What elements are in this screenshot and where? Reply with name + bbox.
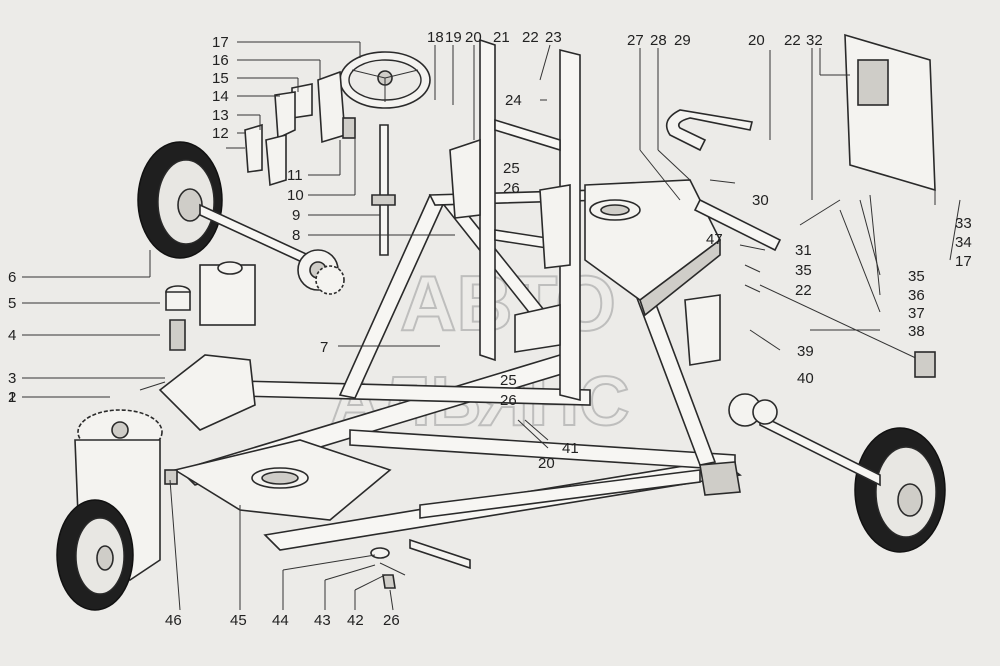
callout-8: 8	[292, 227, 300, 244]
callout-11: 11	[287, 167, 303, 184]
callout-28: 28	[650, 32, 667, 49]
callout-26-bottom: 26	[383, 612, 400, 629]
callout-26-lower: 26	[500, 392, 517, 409]
callout-40: 40	[797, 370, 814, 387]
left-wheel	[137, 141, 345, 295]
callout-17-right: 17	[955, 253, 972, 270]
callout-22-lower: 22	[795, 282, 812, 299]
callout-17: 17	[212, 34, 229, 51]
callout-29: 29	[674, 32, 691, 49]
callout-14: 14	[212, 88, 229, 105]
right-wheel	[728, 393, 946, 553]
callout-21: 21	[493, 29, 510, 46]
bottom-small-parts	[370, 538, 471, 589]
callout-20-right: 20	[748, 32, 765, 49]
callout-31: 31	[795, 242, 812, 259]
callout-39: 39	[797, 343, 814, 360]
main-frame	[172, 38, 742, 551]
callout-33: 33	[955, 215, 972, 232]
callout-25: 25	[503, 160, 520, 177]
handle-and-rod	[665, 33, 936, 378]
callout-44: 44	[272, 612, 289, 629]
steering-wheel	[226, 51, 431, 256]
callout-1: 1	[8, 389, 16, 406]
callout-26: 26	[503, 180, 520, 197]
callout-6: 6	[8, 269, 16, 286]
callout-42: 42	[347, 612, 364, 629]
callout-24: 24	[505, 92, 522, 109]
callout-30: 30	[752, 192, 769, 209]
callout-38: 38	[908, 323, 925, 340]
callout-23: 23	[545, 29, 562, 46]
callout-15: 15	[212, 70, 229, 87]
leader-lines	[22, 41, 961, 611]
callout-25-lower: 25	[500, 372, 517, 389]
callout-47: 47	[706, 231, 723, 248]
callout-4: 4	[8, 327, 16, 344]
callout-10: 10	[287, 187, 304, 204]
callout-45: 45	[230, 612, 247, 629]
callout-5: 5	[8, 295, 16, 312]
callout-36: 36	[908, 287, 925, 304]
callout-19: 19	[445, 29, 462, 46]
callout-20: 20	[465, 29, 482, 46]
callout-20-lower: 20	[538, 455, 555, 472]
callout-2: 2	[8, 389, 16, 406]
callout-43: 43	[314, 612, 331, 629]
callout-46: 46	[165, 612, 182, 629]
callout-labels: 17 16 15 14 13 12 11 10 9 8 7 6 5 4 3 2 …	[8, 29, 972, 629]
callout-18: 18	[427, 29, 444, 46]
callout-22-right: 22	[784, 32, 801, 49]
callout-35: 35	[795, 262, 812, 279]
callout-13: 13	[212, 107, 229, 124]
caster-wheel	[56, 261, 256, 611]
callout-22: 22	[522, 29, 539, 46]
callout-3: 3	[8, 370, 16, 387]
callout-34: 34	[955, 234, 972, 251]
callout-41: 41	[562, 440, 579, 457]
callout-35-right: 35	[908, 268, 925, 285]
callout-7: 7	[320, 339, 328, 356]
callout-12: 12	[212, 125, 229, 142]
callout-16: 16	[212, 52, 229, 69]
callout-32: 32	[806, 32, 823, 49]
callout-37: 37	[908, 305, 925, 322]
callout-27: 27	[627, 32, 644, 49]
callout-9: 9	[292, 207, 300, 224]
